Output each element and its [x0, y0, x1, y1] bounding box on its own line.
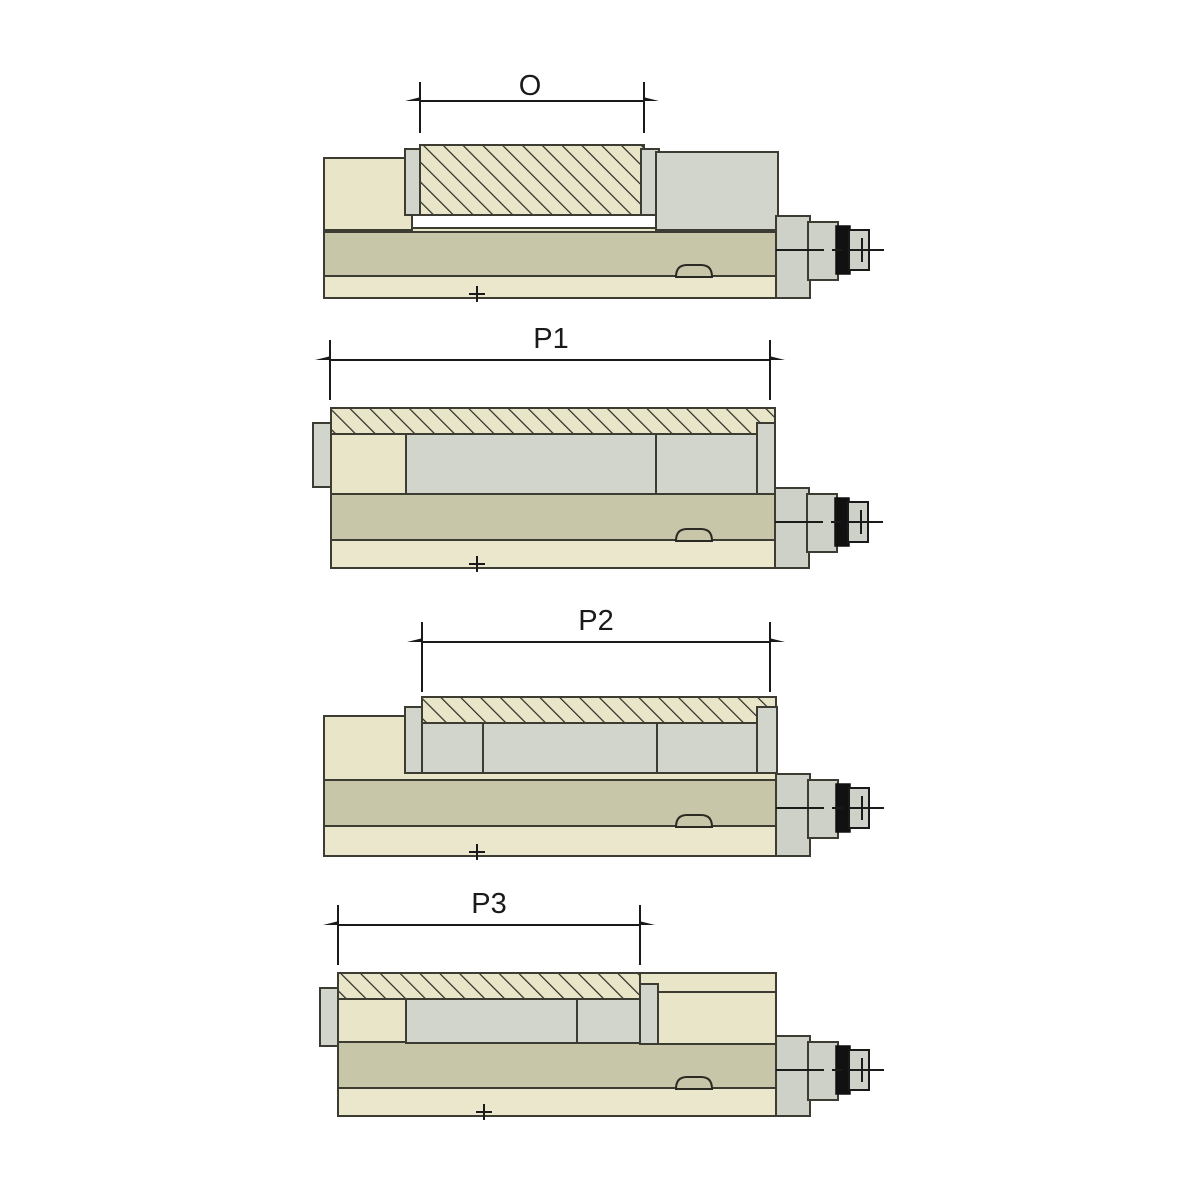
spindle-housing	[775, 773, 811, 857]
dimension-label-p2: P2	[578, 605, 613, 637]
dimension-label-o: O	[519, 70, 542, 102]
jaw-opening-block-a	[421, 722, 485, 774]
dimension-p3: P3	[323, 888, 655, 965]
dimension-o: O	[405, 70, 659, 133]
view-o: O	[323, 70, 884, 302]
dimension-label-p1: P1	[533, 323, 568, 355]
view-p1: P1	[312, 323, 883, 572]
vise-body-lower-band	[323, 825, 777, 857]
jaw-opening-block-left	[405, 998, 579, 1044]
hatched-workpiece	[419, 144, 645, 216]
spindle-housing	[774, 487, 810, 569]
dimension-label-p3: P3	[471, 888, 506, 920]
dimension-p1: P1	[315, 323, 785, 400]
vise-body-right-step	[657, 991, 777, 1045]
moving-jaw-body	[655, 151, 779, 231]
hatched-workpiece	[330, 407, 776, 435]
vise-body-lower-band	[330, 539, 776, 569]
moving-jaw-plate	[756, 706, 778, 774]
slot-detail	[674, 528, 714, 542]
vise-body-lower-band	[337, 1087, 777, 1117]
jaw-opening-block-left	[405, 433, 659, 495]
hatched-workpiece	[421, 696, 777, 724]
slot-detail	[674, 1076, 714, 1090]
vise-body-left-riser	[323, 157, 413, 231]
hatched-workpiece	[337, 972, 641, 1000]
dimension-p2: P2	[407, 605, 785, 692]
view-p3: P3	[319, 888, 884, 1120]
jaw-opening-block-right	[576, 998, 642, 1044]
jaw-opening-block-b	[482, 722, 660, 774]
moving-jaw-plate	[639, 983, 659, 1045]
view-p2: P2	[323, 605, 884, 860]
jaw-opening-block-right	[655, 433, 759, 495]
spindle-housing	[775, 1035, 811, 1117]
moving-jaw-plate	[756, 422, 776, 495]
slot-detail	[674, 264, 714, 278]
spindle-housing	[775, 215, 811, 299]
fixed-jaw-plate	[404, 706, 424, 774]
jaw-opening-block-c	[656, 722, 760, 774]
slot-detail	[674, 814, 714, 828]
vise-body-lower-band	[323, 275, 777, 299]
